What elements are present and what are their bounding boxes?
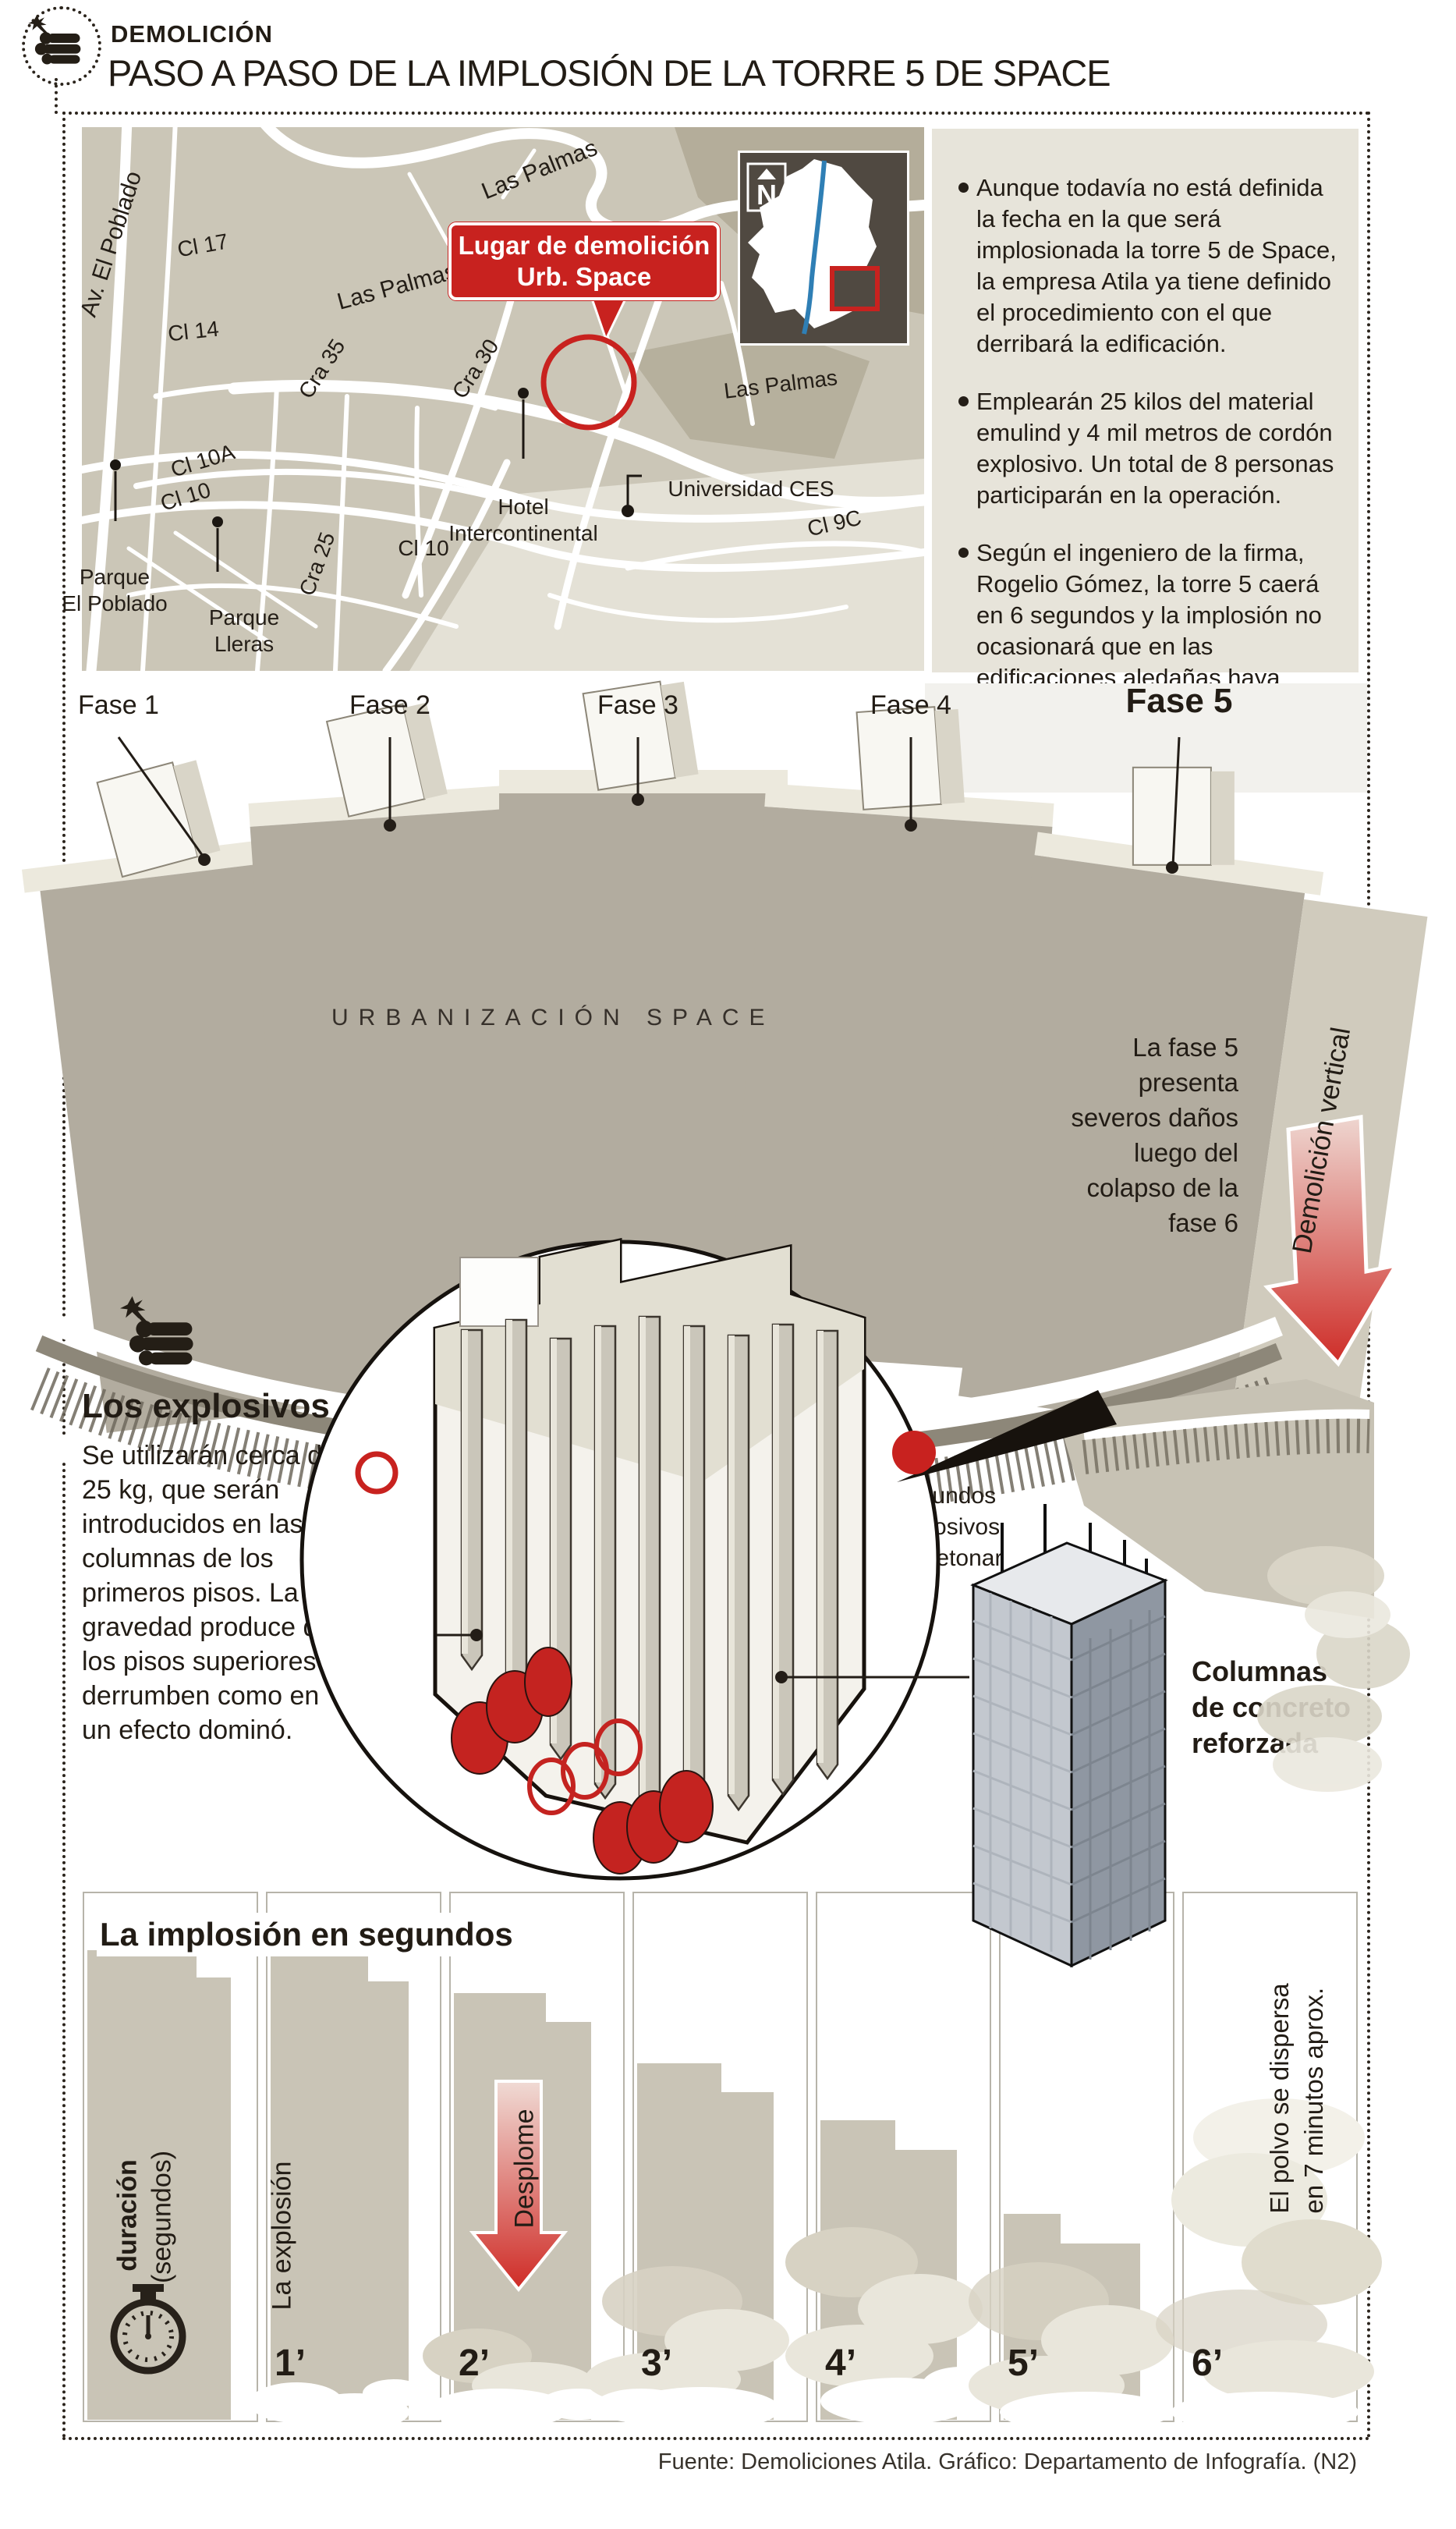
timeline-second-label: 6’ — [1192, 2343, 1224, 2384]
summary-bullet: Según el ingeniero de la firma, Rogelio … — [958, 537, 1337, 756]
map-road-label: Cl 14 — [166, 316, 221, 346]
collapse-label: Desplome — [509, 2109, 540, 2229]
second-explosives-label: Segundos explosivos en detonar — [891, 1483, 1003, 1571]
bullet-text: Emplearán 25 kilos del material emulind … — [976, 388, 1334, 509]
callout-line2: Urb. Space — [516, 262, 652, 291]
dust-label: El polvo se dispersa en 7 minutos aprox. — [1265, 1983, 1328, 2214]
duration-label: duración — [112, 2159, 143, 2272]
explosives-heading: Los explosivos — [82, 1387, 330, 1425]
timeline-second-label: 3’ — [641, 2343, 673, 2384]
map-road-label: Cl 10 — [398, 536, 449, 560]
dynamite-icon-glyph — [28, 14, 81, 65]
bullet-dot — [958, 183, 969, 193]
bullet-dot — [958, 548, 969, 558]
phase-label: Fase 4 — [870, 690, 951, 720]
bullet-dot — [958, 396, 969, 406]
dynamite-icon — [22, 6, 101, 86]
map-place-label: Hotel Intercontinental — [448, 495, 598, 545]
compass-north-icon: N — [746, 162, 787, 212]
summary-bullet: Aunque todavía no está definida la fecha… — [958, 172, 1337, 360]
dynamite-icon-glyph — [120, 1296, 193, 1366]
summary-bullet: Emplearán 25 kilos del material emulind … — [958, 386, 1337, 511]
duration-unit-label: (segundos) — [147, 2150, 177, 2284]
explosives-body: Se utilizarán cerca de 25 kg, que serán … — [82, 1441, 352, 1745]
demolition-site-circle — [540, 334, 637, 431]
columns-label: Columnas — [352, 1619, 459, 1645]
phase-label: Fase 5 — [1125, 682, 1233, 720]
timeline-second-label: 1’ — [275, 2343, 306, 2384]
site-square — [830, 266, 880, 311]
fase5-note: La fase 5 presenta severos daños luego d… — [1071, 1033, 1238, 1237]
svg-text:N: N — [756, 179, 777, 211]
dynamite-icon — [100, 1289, 225, 1382]
demolition-callout: Lugar de demolición Urb. Space — [448, 222, 720, 300]
timeline-second-label: 5’ — [1008, 2343, 1040, 2384]
city-inset-map: N — [746, 159, 880, 335]
section-kicker: DEMOLICIÓN — [111, 20, 274, 48]
bullet-text: Aunque todavía no está definida la fecha… — [976, 174, 1337, 357]
map-pins — [110, 388, 642, 572]
header-dotted-tail — [55, 78, 58, 114]
phase-label: Fase 1 — [78, 690, 159, 720]
page-title: PASO A PASO DE LA IMPLOSIÓN DE LA TORRE … — [108, 52, 1111, 94]
river-line — [802, 160, 827, 335]
callout-line1: Lugar de demolición — [458, 231, 710, 260]
first-explosives-label: Primeros explosivos en detonar — [351, 1511, 463, 1599]
explosion-label: La explosión — [267, 2161, 297, 2311]
timeline-second-label: 4’ — [825, 2343, 857, 2384]
map-place-label: Universidad CES — [668, 477, 834, 501]
map-place-label: Parque El Poblado — [62, 565, 168, 615]
timeline-second-label: 2’ — [459, 2343, 491, 2384]
summary-panel: Aunque todavía no está definida la fecha… — [932, 129, 1359, 754]
source-credit: Fuente: Demoliciones Atila. Gráfico: Dep… — [657, 2449, 1357, 2474]
phase-label: Fase 2 — [349, 690, 430, 720]
map-place-label: Parque Lleras — [208, 605, 280, 656]
phase-label: Fase 3 — [597, 690, 678, 720]
map-inset: N — [738, 151, 909, 346]
bullet-text: Según el ingeniero de la firma, Rogelio … — [976, 539, 1322, 754]
concrete-columns-label: Columnas de concreto reforzada — [1192, 1655, 1351, 1759]
detail-title: Fase 5 — [579, 1298, 685, 1336]
timeline-title: La implosión en segundos — [97, 1913, 527, 1956]
building-sign: URBANIZACIÓN SPACE — [331, 1005, 775, 1030]
